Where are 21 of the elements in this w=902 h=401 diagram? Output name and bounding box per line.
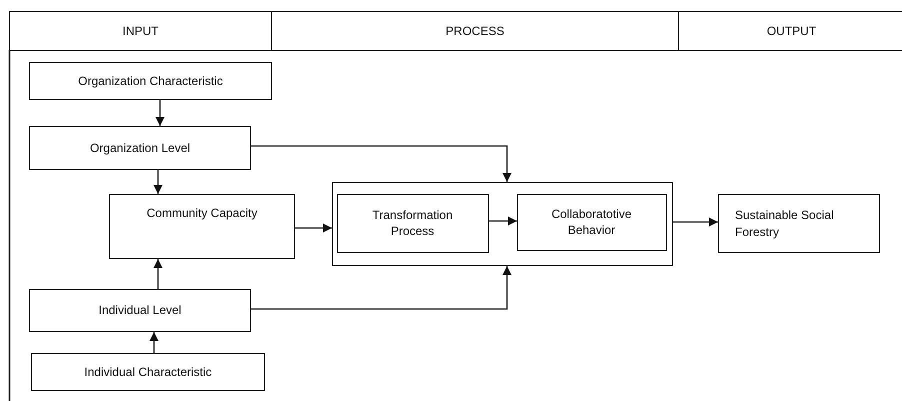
group-box (332, 182, 673, 266)
process-box: Community Capacity (109, 194, 295, 259)
column-header: OUTPUT (678, 11, 902, 51)
arrow (673, 218, 718, 226)
process-box: Transformation Process (336, 194, 488, 252)
column-header: PROCESS (271, 11, 679, 51)
process-box: Collaboratotive Behavior (516, 194, 666, 250)
process-box: Sustainable Social Forestry (718, 194, 880, 253)
arrow (150, 332, 158, 353)
arrow (251, 266, 512, 310)
process-box: Individual Level (29, 289, 251, 332)
process-box: Individual Characteristic (31, 353, 265, 391)
arrow (251, 145, 512, 182)
arrow (295, 224, 332, 232)
arrow (156, 100, 164, 126)
process-box: Organization Level (29, 126, 251, 170)
arrow (154, 170, 162, 194)
arrow (154, 259, 162, 289)
arrow (489, 216, 517, 226)
column-header: INPUT (9, 11, 272, 51)
process-box: Organization Characteristic (29, 62, 272, 100)
